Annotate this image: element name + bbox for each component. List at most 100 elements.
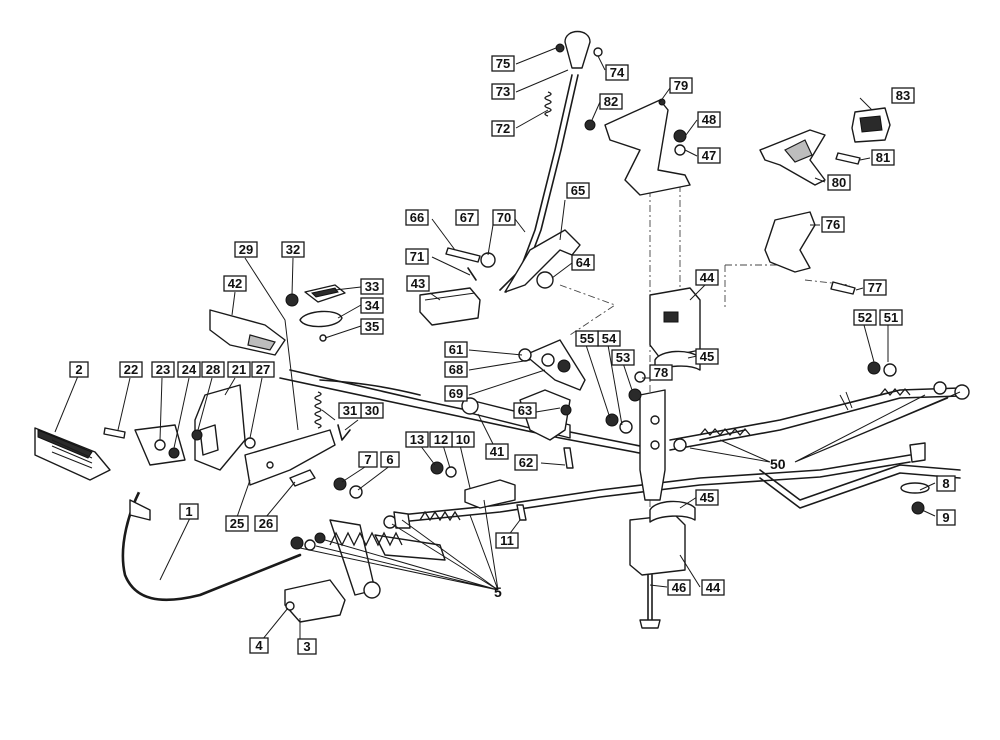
- callout-46: 46: [667, 579, 691, 596]
- svg-text:3: 3: [303, 639, 310, 654]
- svg-text:35: 35: [365, 319, 379, 334]
- callout-67: 67: [455, 209, 479, 226]
- svg-text:69: 69: [449, 386, 463, 401]
- callout-64: 64: [571, 254, 595, 271]
- svg-text:68: 68: [449, 362, 463, 377]
- callout-83: 83: [891, 87, 915, 104]
- svg-text:62: 62: [519, 455, 533, 470]
- svg-text:61: 61: [449, 342, 463, 357]
- svg-text:10: 10: [456, 432, 470, 447]
- callout-62: 62: [514, 454, 538, 471]
- svg-text:41: 41: [490, 444, 504, 459]
- svg-text:25: 25: [230, 516, 244, 531]
- svg-text:64: 64: [576, 255, 591, 270]
- callout-6: 6: [380, 451, 400, 468]
- callout-48: 48: [697, 111, 721, 128]
- svg-text:71: 71: [410, 249, 424, 264]
- callout-22: 22: [119, 361, 143, 378]
- callout-labels: 1 2 3 4 5 6 7 8 9 10 11 12 13 21 22 23 2…: [69, 55, 956, 655]
- lever-knob-73: [564, 30, 591, 69]
- svg-text:27: 27: [256, 362, 270, 377]
- svg-text:43: 43: [411, 276, 425, 291]
- callout-69: 69: [444, 385, 468, 402]
- svg-text:32: 32: [286, 242, 300, 257]
- svg-text:46: 46: [672, 580, 686, 595]
- callout-63: 63: [513, 402, 537, 419]
- block-44-lower: [629, 514, 686, 576]
- callout-55: 55: [575, 330, 599, 347]
- callout-34: 34: [360, 297, 384, 314]
- spring-5-cable: [419, 510, 461, 522]
- callout-80: 80: [827, 174, 851, 191]
- svg-text:7: 7: [364, 452, 371, 467]
- svg-text:82: 82: [604, 94, 618, 109]
- svg-text:42: 42: [228, 276, 242, 291]
- callout-66: 66: [405, 209, 429, 226]
- svg-text:29: 29: [239, 242, 253, 257]
- svg-text:52: 52: [858, 310, 872, 325]
- switch-83: [851, 107, 891, 143]
- svg-text:6: 6: [386, 452, 393, 467]
- lower-bracket: [329, 519, 446, 599]
- svg-text:1: 1: [185, 504, 192, 519]
- block-43: [419, 287, 481, 326]
- bracket-10: [464, 479, 516, 509]
- callout-72: 72: [491, 120, 515, 137]
- svg-text:75: 75: [496, 56, 510, 71]
- callout-41: 41: [485, 443, 509, 460]
- svg-text:54: 54: [602, 331, 617, 346]
- svg-text:67: 67: [460, 210, 474, 225]
- callout-73: 73: [491, 83, 515, 100]
- callout-52: 52: [853, 309, 877, 326]
- callout-32: 32: [281, 241, 305, 258]
- svg-text:73: 73: [496, 84, 510, 99]
- bracket-80: [759, 129, 826, 186]
- callout-10: 10: [451, 431, 475, 448]
- callout-53: 53: [611, 349, 635, 366]
- callout-79: 79: [669, 77, 693, 94]
- callout-68: 68: [444, 361, 468, 378]
- label-5: 5: [494, 584, 502, 600]
- svg-text:21: 21: [232, 362, 246, 377]
- svg-text:26: 26: [259, 516, 273, 531]
- svg-text:78: 78: [654, 365, 668, 380]
- callout-1: 1: [179, 503, 199, 520]
- svg-text:31: 31: [343, 403, 357, 418]
- svg-text:34: 34: [365, 298, 380, 313]
- svg-text:65: 65: [571, 183, 585, 198]
- callout-77: 77: [863, 279, 887, 296]
- callout-4: 4: [249, 637, 269, 654]
- lever-68: [524, 339, 586, 391]
- svg-text:66: 66: [410, 210, 424, 225]
- callout-78: 78: [649, 364, 673, 381]
- svg-text:70: 70: [497, 210, 511, 225]
- svg-text:45: 45: [700, 349, 714, 364]
- callout-54: 54: [597, 330, 621, 347]
- callout-29: 29: [234, 241, 258, 258]
- bracket-76: [764, 211, 816, 273]
- callout-42: 42: [223, 275, 247, 292]
- callout-31: 31: [338, 402, 362, 419]
- callout-12: 12: [429, 431, 453, 448]
- pedal-pad: [34, 427, 111, 481]
- svg-text:83: 83: [896, 88, 910, 103]
- svg-text:23: 23: [156, 362, 170, 377]
- callout-74: 74: [605, 64, 629, 81]
- svg-text:47: 47: [702, 148, 716, 163]
- svg-text:80: 80: [832, 175, 846, 190]
- callout-75: 75: [491, 55, 515, 72]
- spring-72: [544, 91, 552, 117]
- spring-31: [314, 391, 322, 429]
- callout-71: 71: [405, 248, 429, 265]
- callout-26: 26: [254, 515, 278, 532]
- callout-13: 13: [405, 431, 429, 448]
- callout-45-lower: 45: [695, 489, 719, 506]
- bracket-65: [504, 229, 581, 293]
- label-50: 50: [770, 456, 786, 472]
- callout-8: 8: [936, 475, 956, 492]
- svg-text:74: 74: [610, 65, 625, 80]
- callout-28: 28: [201, 361, 225, 378]
- callout-30: 30: [360, 402, 384, 419]
- callout-81: 81: [871, 149, 895, 166]
